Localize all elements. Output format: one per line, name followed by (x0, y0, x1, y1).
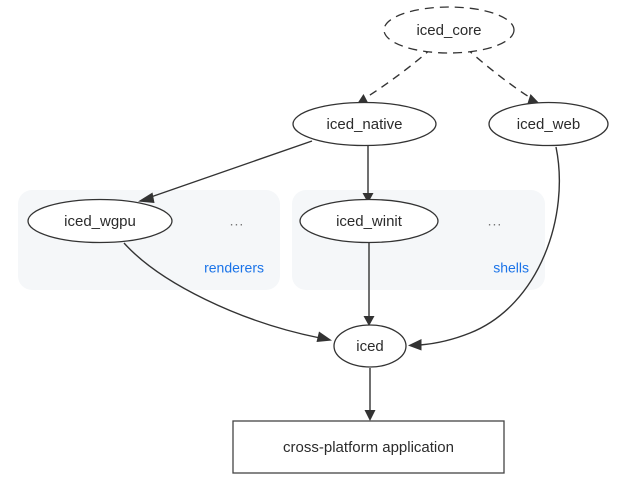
edge-iced_wgpu-to-iced (123, 242, 332, 342)
node-app-shape[interactable] (232, 420, 505, 474)
arrow-head-icon (408, 339, 422, 351)
cluster-shells-ellipsis: ... (488, 213, 503, 229)
node-iced[interactable]: iced (333, 324, 407, 368)
node-iced_web[interactable]: iced_web (488, 101, 609, 147)
arrow-head-icon (364, 410, 376, 421)
arrow-head-icon (362, 193, 374, 203)
edge-iced_native-to-iced_winit (362, 145, 374, 203)
node-app-label: cross-platform application (283, 439, 454, 456)
edge-iced_core-to-iced_native (357, 47, 433, 104)
node-iced_web-label: iced_web (517, 116, 580, 133)
node-iced_core[interactable]: iced_core (383, 6, 515, 54)
node-iced_winit[interactable]: iced_winit (299, 198, 439, 244)
edge-iced_native-to-iced_wgpu (138, 140, 313, 203)
node-iced_wgpu-label: iced_wgpu (64, 213, 136, 230)
node-iced-shape[interactable] (333, 324, 407, 368)
edge-iced_winit-to-iced (363, 243, 375, 326)
node-iced_wgpu[interactable]: iced_wgpu (27, 198, 173, 244)
node-iced_native-label: iced_native (327, 116, 403, 133)
cluster-renderers-ellipsis: ... (230, 213, 245, 229)
arrow-head-icon (357, 94, 369, 104)
edge-iced-to-app (364, 368, 376, 421)
node-iced_winit-label: iced_winit (336, 213, 403, 230)
arrow-head-icon (363, 316, 375, 326)
node-iced_wgpu-shape[interactable] (27, 198, 173, 244)
arrow-head-icon (527, 94, 540, 104)
node-iced_core-label: iced_core (416, 22, 481, 39)
edge-iced_web-to-iced (408, 146, 560, 351)
cluster-shells-label: shells (493, 260, 529, 276)
node-iced_native[interactable]: iced_native (292, 101, 437, 147)
node-iced_web-shape[interactable] (488, 101, 609, 147)
node-iced_core-shape[interactable] (383, 6, 515, 54)
arrow-head-icon (138, 192, 155, 203)
edge-iced_core-to-iced_web (465, 47, 540, 104)
node-iced_winit-shape[interactable] (299, 198, 439, 244)
node-cross-platform-application[interactable]: cross-platform application (232, 420, 505, 474)
arrow-head-icon (316, 331, 332, 342)
node-iced-label: iced (356, 338, 384, 355)
cluster-renderers-label: renderers (204, 260, 264, 276)
node-iced_native-shape[interactable] (292, 101, 437, 147)
